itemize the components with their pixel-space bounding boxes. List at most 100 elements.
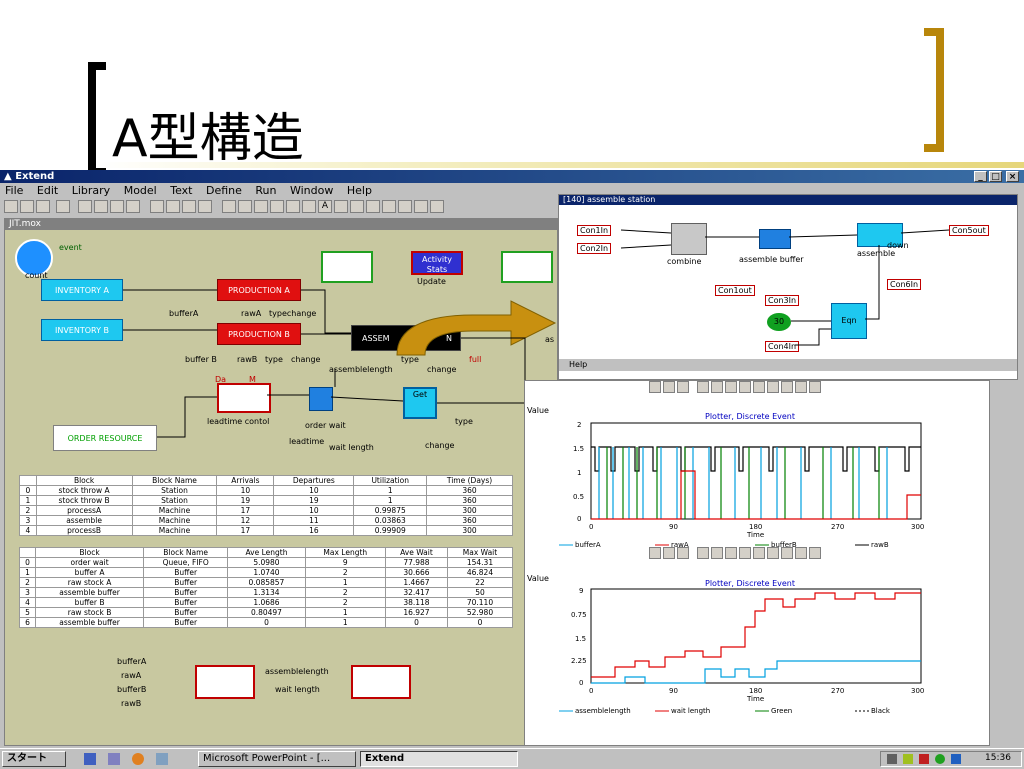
menu-library[interactable]: Library: [71, 184, 111, 197]
plot-tool-icon[interactable]: [809, 547, 821, 559]
step-icon[interactable]: [166, 200, 180, 213]
line-icon[interactable]: [398, 200, 412, 213]
undo-icon[interactable]: [126, 200, 140, 213]
minimize-button[interactable]: _: [974, 171, 987, 182]
maximize-button[interactable]: □: [989, 171, 1002, 182]
plot-tool-icon[interactable]: [781, 381, 793, 393]
menu-run[interactable]: Run: [255, 184, 277, 197]
menu-edit[interactable]: Edit: [36, 184, 59, 197]
leadtime-control-block[interactable]: Da M: [215, 375, 271, 413]
menu-define[interactable]: Define: [205, 184, 242, 197]
production-a-block[interactable]: PRODUCTION A: [217, 279, 301, 301]
activity-stats-block[interactable]: Activity Stats: [411, 251, 463, 275]
con1in-connector[interactable]: Con1In: [577, 225, 612, 236]
plot-tool-icon[interactable]: [809, 381, 821, 393]
con1out-connector[interactable]: Con1out: [715, 285, 755, 296]
plotter-icon-2[interactable]: [501, 251, 553, 283]
plot-tool-icon[interactable]: [677, 381, 689, 393]
tray-icon[interactable]: [903, 754, 913, 764]
pointer-icon[interactable]: [222, 200, 236, 213]
plot-tool-icon[interactable]: [697, 381, 709, 393]
quicklaunch-icon[interactable]: [156, 753, 168, 765]
plot-tool-icon[interactable]: [663, 547, 675, 559]
save-icon[interactable]: [36, 200, 50, 213]
plot-tool-icon[interactable]: [711, 547, 723, 559]
quicklaunch-icon[interactable]: [108, 753, 120, 765]
con5out-connector[interactable]: Con5out: [949, 225, 989, 236]
plot-tool-icon[interactable]: [739, 547, 751, 559]
scroll-icon[interactable]: [430, 200, 444, 213]
run-icon[interactable]: [150, 200, 164, 213]
menu-model[interactable]: Model: [123, 184, 157, 197]
tray-icon[interactable]: [919, 754, 929, 764]
plot-tool-icon[interactable]: [711, 381, 723, 393]
plot-tool-icon[interactable]: [663, 381, 675, 393]
close-button[interactable]: ×: [1006, 171, 1019, 182]
plot-tool-icon[interactable]: [697, 547, 709, 559]
plot-tool-icon[interactable]: [753, 547, 765, 559]
open-icon[interactable]: [20, 200, 34, 213]
plot-tool-icon[interactable]: [725, 547, 737, 559]
constant-block[interactable]: 30: [767, 313, 791, 331]
clone-icon[interactable]: [270, 200, 284, 213]
con3in-connector[interactable]: Con3In: [765, 295, 800, 306]
paste-icon[interactable]: [110, 200, 124, 213]
stop-icon[interactable]: [198, 200, 212, 213]
plot-tool-icon[interactable]: [725, 381, 737, 393]
animate-icon[interactable]: [182, 200, 196, 213]
zoom-icon[interactable]: [767, 547, 779, 559]
tray-icon[interactable]: [935, 754, 945, 764]
connector-icon[interactable]: [238, 200, 252, 213]
start-button[interactable]: スタート: [2, 751, 66, 767]
tray-icon[interactable]: [951, 754, 961, 764]
new-icon[interactable]: [4, 200, 18, 213]
con6in-connector[interactable]: Con6In: [887, 279, 922, 290]
hand-icon[interactable]: [254, 200, 268, 213]
polygon-icon[interactable]: [382, 200, 396, 213]
eqn-block[interactable]: Eqn: [831, 303, 867, 339]
zoom-icon[interactable]: [767, 381, 779, 393]
plot-tool-icon[interactable]: [739, 381, 751, 393]
combine-block[interactable]: [671, 223, 707, 255]
plot-tool-icon[interactable]: [781, 547, 793, 559]
taskbar-powerpoint[interactable]: Microsoft PowerPoint - [...: [198, 751, 356, 767]
rectangle-icon[interactable]: [334, 200, 348, 213]
copy-icon[interactable]: [94, 200, 108, 213]
hline-icon[interactable]: [414, 200, 428, 213]
plot-tool-icon[interactable]: [649, 381, 661, 393]
volume-icon[interactable]: [887, 754, 897, 764]
oval-icon[interactable]: [366, 200, 380, 213]
text-tool-icon[interactable]: A: [318, 200, 332, 213]
plotter-block-1[interactable]: [195, 665, 255, 699]
assemble-buffer-block[interactable]: [759, 229, 791, 249]
plotter-icon-1[interactable]: [321, 251, 373, 283]
quicklaunch-icon[interactable]: [84, 753, 96, 765]
assemble-block[interactable]: [857, 223, 903, 247]
pattern-icon[interactable]: [302, 200, 316, 213]
quicklaunch-icon[interactable]: [132, 753, 144, 765]
taskbar-extend[interactable]: Extend: [360, 751, 518, 767]
con2in-connector[interactable]: Con2In: [577, 243, 612, 254]
inventory-a-block[interactable]: INVENTORY A: [41, 279, 123, 301]
menu-help[interactable]: Help: [346, 184, 372, 197]
plotter-block-2[interactable]: [351, 665, 411, 699]
menu-file[interactable]: File: [5, 184, 24, 197]
order-resource-block[interactable]: ORDER RESOURCE: [53, 425, 157, 451]
plot-tool-icon[interactable]: [649, 547, 661, 559]
order-wait-queue[interactable]: [309, 387, 333, 411]
clock-icon[interactable]: [15, 239, 53, 277]
print-icon[interactable]: [56, 200, 70, 213]
plot-tool-icon[interactable]: [753, 381, 765, 393]
inventory-b-block[interactable]: INVENTORY B: [41, 319, 123, 341]
plot-tool-icon[interactable]: [677, 547, 689, 559]
plot-tool-icon[interactable]: [795, 381, 807, 393]
menu-window[interactable]: Window: [289, 184, 334, 197]
fill-icon[interactable]: [286, 200, 300, 213]
help-label[interactable]: Help: [569, 360, 588, 369]
production-b-block[interactable]: PRODUCTION B: [217, 323, 301, 345]
get-block[interactable]: Get: [403, 387, 437, 419]
con4in-connector[interactable]: Con4In: [765, 341, 800, 352]
menu-text[interactable]: Text: [170, 184, 193, 197]
round-rect-icon[interactable]: [350, 200, 364, 213]
cut-icon[interactable]: [78, 200, 92, 213]
